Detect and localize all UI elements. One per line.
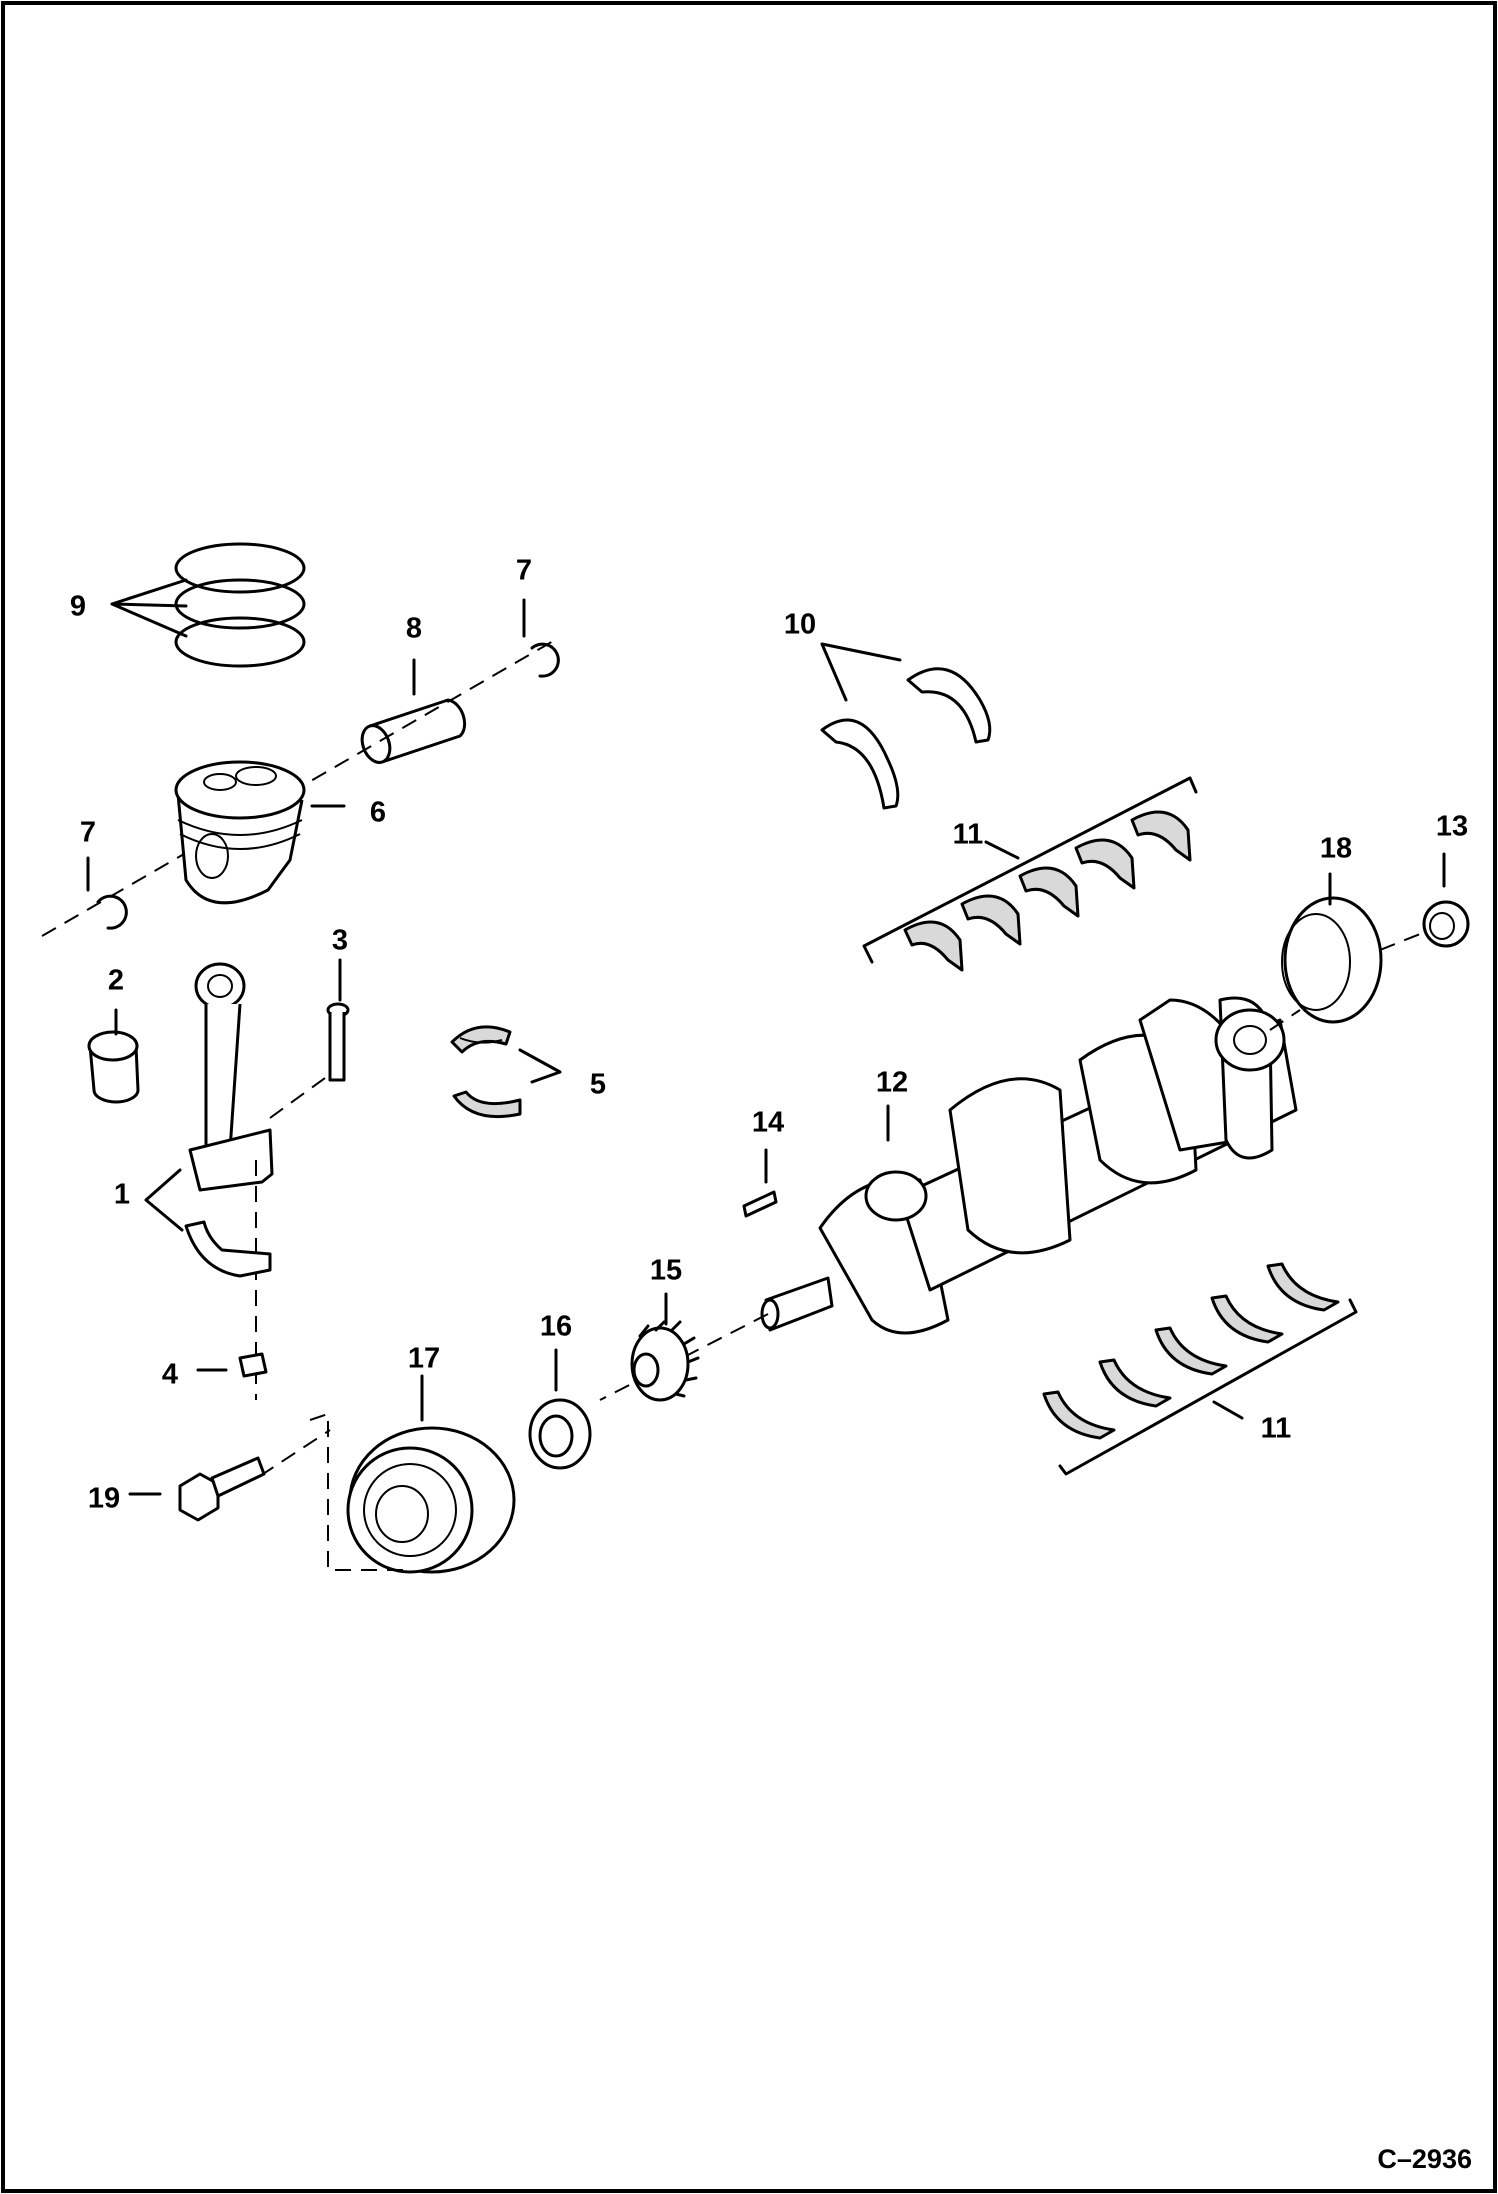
callout-17: 17 bbox=[408, 1343, 440, 1375]
callout-11-upper: 11 bbox=[953, 819, 984, 851]
callout-7-left: 7 bbox=[80, 817, 96, 849]
thrust-washer-right bbox=[906, 667, 992, 744]
rod-nut bbox=[238, 1352, 268, 1378]
callout-15: 15 bbox=[650, 1255, 682, 1287]
rear-wear-ring bbox=[1281, 896, 1383, 1024]
small-end-bushing bbox=[87, 1030, 140, 1104]
callout-7-top: 7 bbox=[516, 555, 532, 587]
callout-16: 16 bbox=[540, 1311, 572, 1343]
callout-6: 6 bbox=[370, 797, 386, 829]
snap-ring-right bbox=[530, 642, 560, 678]
rod-bearing-upper-inner bbox=[459, 1037, 503, 1044]
snap-ring-left bbox=[96, 894, 128, 930]
lower-main-bearings bbox=[1042, 1262, 1340, 1440]
piston-pin bbox=[360, 698, 467, 764]
pulley-bracket-line bbox=[309, 1412, 410, 1571]
figure-reference-id: C–2936 bbox=[1377, 2144, 1472, 2174]
upper-bearing-bracket bbox=[862, 776, 1198, 964]
crankshaft bbox=[760, 996, 1298, 1335]
rod-bolt-offset-line bbox=[269, 1069, 337, 1119]
callout-8: 8 bbox=[406, 613, 422, 645]
callout-1: 1 bbox=[114, 1179, 130, 1211]
callout-13: 13 bbox=[1436, 811, 1468, 843]
callout-11-lower: 11 bbox=[1261, 1413, 1292, 1445]
piston-rings bbox=[174, 542, 306, 668]
rod-bearing-lower bbox=[452, 1090, 522, 1119]
crank-rear-axis-line bbox=[1269, 1009, 1301, 1031]
callout-19: 19 bbox=[88, 1483, 120, 1515]
callout-18: 18 bbox=[1320, 833, 1352, 865]
callout-10: 10 bbox=[784, 609, 816, 641]
pilot-bearing bbox=[1422, 900, 1470, 948]
callout-2: 2 bbox=[108, 965, 124, 997]
callout-4: 4 bbox=[162, 1359, 178, 1391]
callout-12: 12 bbox=[876, 1067, 908, 1099]
crankshaft-gear bbox=[630, 1320, 700, 1402]
bolt-axis-line bbox=[259, 1429, 331, 1477]
pulley-bolt bbox=[178, 1456, 266, 1522]
callout-3: 3 bbox=[332, 925, 348, 957]
front-oil-seal bbox=[528, 1398, 592, 1470]
rod-bearing-upper bbox=[450, 1025, 512, 1054]
callout-5: 5 bbox=[590, 1069, 606, 1101]
leader-lines bbox=[86, 578, 1446, 1496]
piston bbox=[174, 760, 306, 905]
rod-bolt bbox=[326, 1002, 350, 1082]
connecting-rod bbox=[188, 962, 274, 1192]
pilot-bearing-axis-line bbox=[1379, 933, 1421, 951]
callout-14: 14 bbox=[752, 1107, 784, 1139]
crankshaft-pulley bbox=[346, 1426, 516, 1574]
callout-9: 9 bbox=[70, 591, 86, 623]
woodruff-key bbox=[742, 1190, 778, 1218]
upper-main-bearings bbox=[903, 810, 1192, 972]
crank-front-axis-line bbox=[599, 1313, 769, 1401]
rod-cap bbox=[184, 1220, 272, 1278]
lower-bearing-bracket bbox=[1058, 1298, 1358, 1476]
thrust-washer-left bbox=[820, 718, 900, 810]
